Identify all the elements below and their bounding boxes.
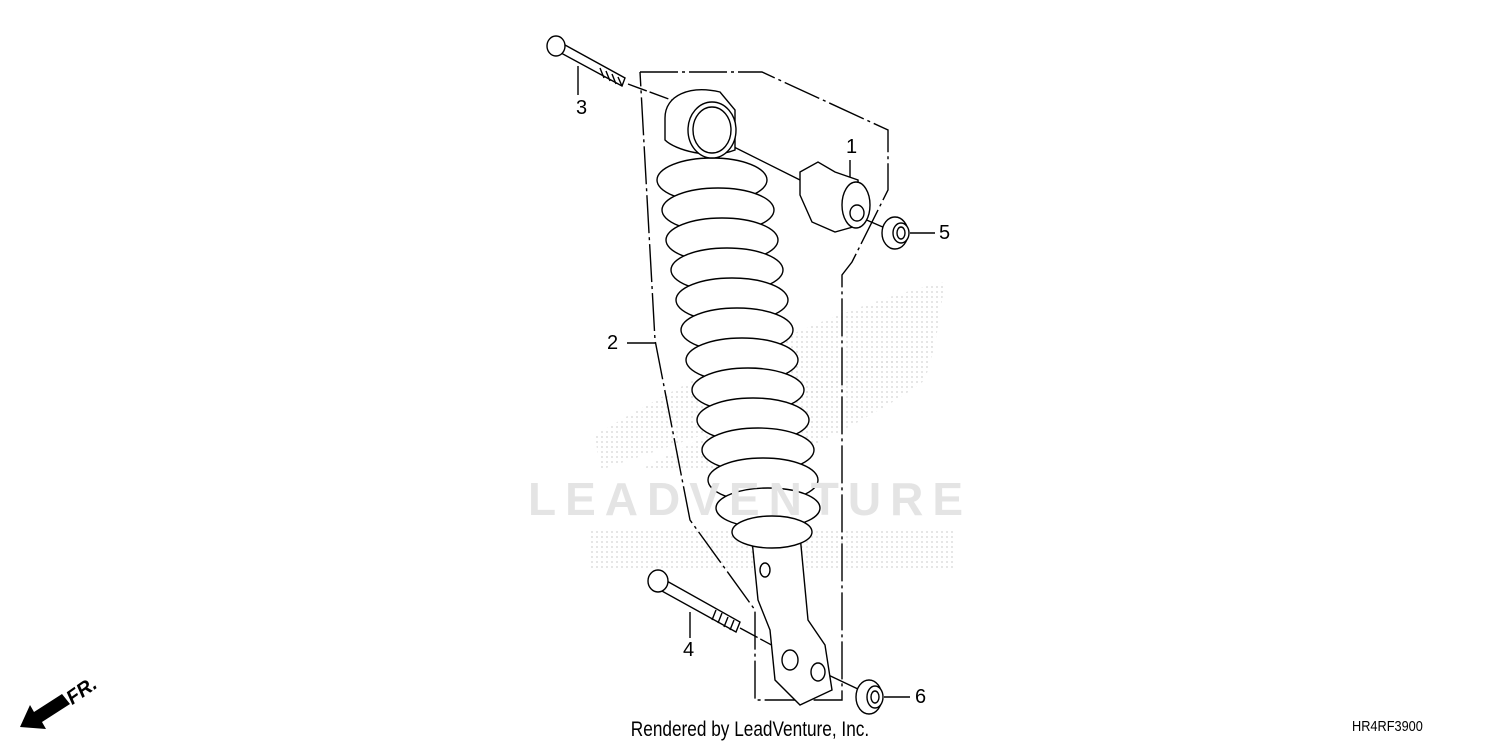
assembly-bracket-line xyxy=(639,71,889,701)
nut-5 xyxy=(881,216,910,250)
callout-5: 5 xyxy=(939,222,951,244)
coil-spring xyxy=(656,157,821,549)
bolt-4 xyxy=(647,569,741,633)
callout-3: 3 xyxy=(576,97,588,119)
callout-4: 4 xyxy=(683,639,695,661)
bolt-3 xyxy=(546,35,626,87)
callout-2: 2 xyxy=(607,332,619,354)
bushing-1 xyxy=(799,161,871,233)
front-direction-arrow xyxy=(20,694,70,729)
diagram-code: HR4RF3900 xyxy=(1352,718,1423,735)
shock-absorber-2 xyxy=(656,89,833,706)
callout-1: 1 xyxy=(846,136,858,158)
nut-6 xyxy=(855,679,884,715)
callout-6: 6 xyxy=(915,686,927,708)
footer-credit: Rendered by LeadVenture, Inc. xyxy=(630,718,870,741)
